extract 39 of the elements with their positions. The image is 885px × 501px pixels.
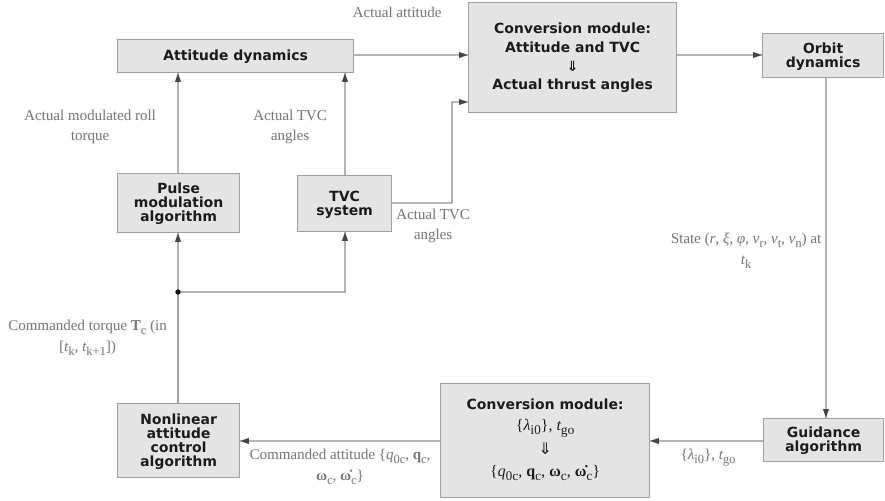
- arrow: [174, 73, 182, 173]
- node-text: Guidance algorithm: [784, 426, 863, 454]
- node-text: Conversion module:: [466, 396, 624, 415]
- node-text: {λ$_{i0}$}, t$_{go}$: [516, 416, 574, 440]
- edge-label: Actual modulated roll torque: [23, 107, 157, 146]
- edge-label: Commanded torque T$_{c}$ (in [t$_{k}$, t$_{k+1}$]): [7, 317, 168, 360]
- arrow: [822, 78, 830, 418]
- node-text: Nonlinear attitude control algorithm: [139, 412, 218, 468]
- node-text: ⇓: [566, 58, 578, 76]
- node-text: Attitude and TVC: [504, 38, 640, 58]
- node-text: TVC system: [315, 190, 374, 218]
- process-box: [468, 2, 677, 113]
- node-text: Attitude dynamics: [163, 46, 308, 66]
- node-text: Orbit dynamics: [784, 42, 862, 70]
- node-text: {q$_{0c}$, q$_{c}$, ω$_{c}$, ω̇$_{c}$}: [490, 462, 600, 485]
- process-box: [297, 175, 392, 232]
- arrow: [677, 52, 762, 58]
- process-box: [117, 173, 240, 233]
- process-box: [762, 33, 884, 78]
- node-text: Actual thrust angles: [492, 76, 653, 96]
- process-box: [117, 403, 240, 478]
- edge-label: Actual TVC angles: [252, 107, 328, 146]
- node-text: Conversion module:: [494, 20, 652, 39]
- arrow: [342, 73, 348, 175]
- arrow: [650, 438, 763, 444]
- edge-label: State (r, ξ, φ, v$_{r}$, v$_{t}$, v$_{n}$) at t$_{k}$: [670, 230, 822, 272]
- arrow: [354, 52, 468, 58]
- node-text: ⇓: [538, 440, 552, 460]
- edge-label: Commanded attitude {q$_{0c}$, q$_{c}$, ω$_{c}$, ω̇$_{c}$}: [248, 446, 432, 488]
- edge-label: Actual TVC angles: [395, 206, 471, 244]
- arrow: [240, 438, 440, 444]
- process-box: [117, 39, 354, 73]
- node-text: Pulse modulation algorithm: [132, 182, 224, 224]
- arrow: [177, 232, 348, 403]
- process-box: [440, 383, 650, 498]
- edge-label: {λ$_{i0}$}, t$_{go}$: [680, 446, 736, 468]
- arrow: [392, 98, 468, 204]
- process-box: [763, 418, 884, 462]
- edge-label: Actual attitude: [352, 4, 442, 23]
